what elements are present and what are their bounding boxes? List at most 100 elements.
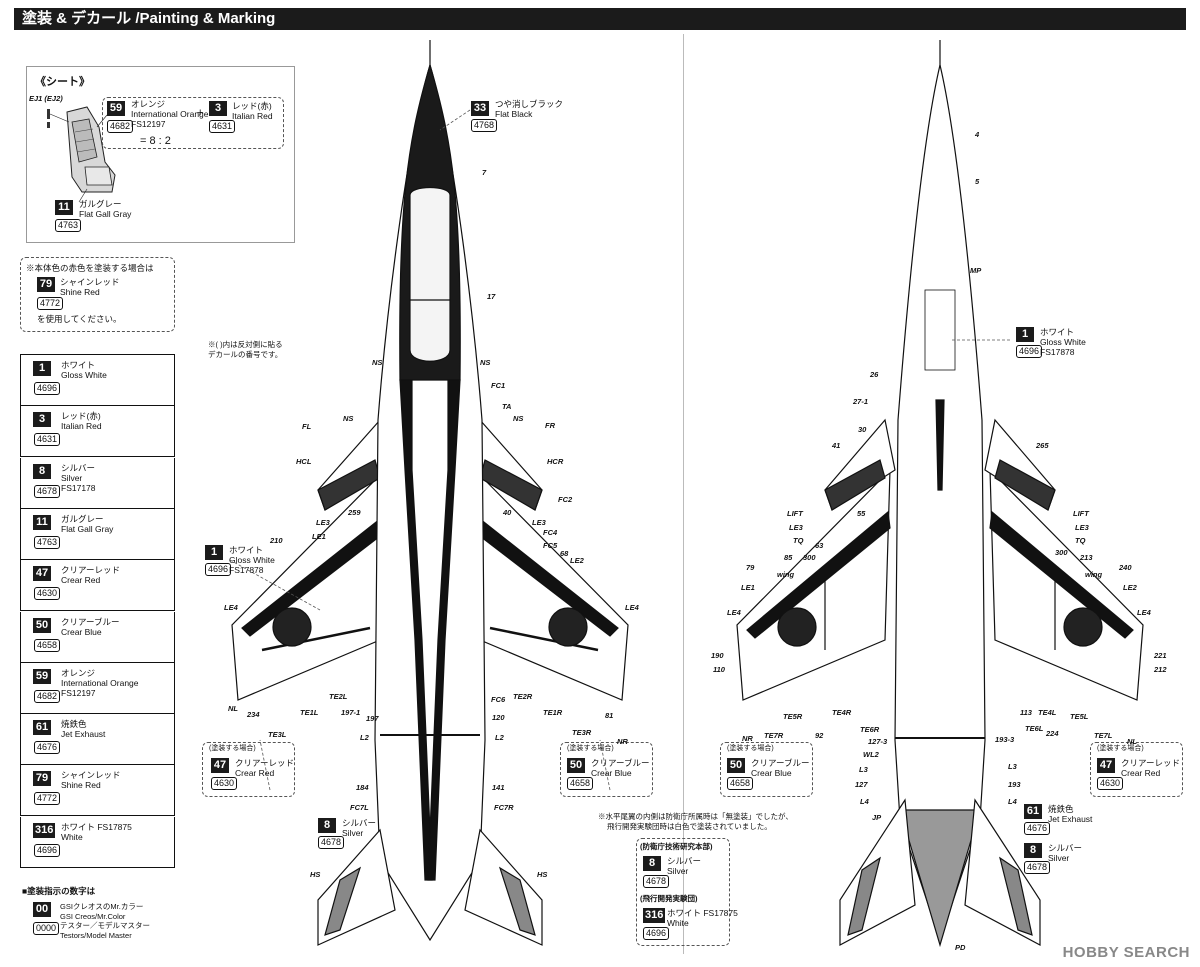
part-callout: L2 xyxy=(360,733,369,742)
ej-label: EJ1 (EJ2) xyxy=(29,94,63,103)
part-callout: TE3R xyxy=(572,728,592,737)
top-silver-code: 8 xyxy=(318,818,336,833)
legend-mr-code: 4763 xyxy=(34,535,61,549)
shine-red-mr: 4772 xyxy=(37,297,64,310)
bottom-clear-blue-mr: 4658 xyxy=(727,777,754,790)
part-callout: LE4 xyxy=(224,603,238,612)
shine-red-line1: ※本体色の赤色を塗装する場合は xyxy=(26,263,154,273)
part-callout: NS xyxy=(372,358,383,367)
legend-code: 11 xyxy=(33,514,51,530)
legend-code: 50 xyxy=(33,617,51,633)
part-callout: 190 xyxy=(711,651,724,660)
page-divider xyxy=(683,34,684,954)
part-callout: 85 xyxy=(784,553,793,562)
flat-black-code: 33 xyxy=(471,101,489,116)
bottom-silver-code: 8 xyxy=(1024,843,1042,858)
part-callout: TA xyxy=(502,402,512,411)
seat-illustration xyxy=(47,106,116,203)
part-callout: TE4L xyxy=(1038,708,1057,717)
page-title: 塗装 & デカール /Painting & Marking xyxy=(14,8,1186,30)
part-callout: 41 xyxy=(832,441,841,450)
part-callout: L4 xyxy=(860,797,869,806)
part-callout: L3 xyxy=(859,765,868,774)
part-callout: PD xyxy=(955,943,966,952)
legend-code: 316 xyxy=(33,822,56,838)
part-callout: MP xyxy=(970,266,982,275)
top-clear-red-head: (塗装する場合) xyxy=(209,745,256,752)
part-callout: TE6R xyxy=(860,725,880,734)
legend-code: 1 xyxy=(33,361,51,376)
part-callout: 259 xyxy=(348,508,361,517)
bottom-clear-red-head: (塗装する場合) xyxy=(1097,745,1144,752)
legend-code: 79 xyxy=(33,771,51,787)
part-callout: LE3 xyxy=(316,518,330,527)
part-callout: 141 xyxy=(492,783,505,792)
bottom-clear-red-code: 47 xyxy=(1097,758,1115,773)
part-callout: TQ xyxy=(1075,536,1086,545)
shine-red-note xyxy=(20,257,175,332)
part-callout: 40 xyxy=(503,508,512,517)
part-callout: 265 xyxy=(1036,441,1049,450)
part-callout: 7 xyxy=(482,168,487,177)
watermark: HOBBY SEARCH xyxy=(1062,944,1190,961)
part-callout: 17 xyxy=(487,292,496,301)
top-clear-red-box xyxy=(202,742,295,797)
part-callout: FC1 xyxy=(491,381,506,390)
part-callout: HS xyxy=(310,870,321,879)
part-callout: HCR xyxy=(547,457,564,466)
bottom-white-code: 1 xyxy=(1016,327,1034,342)
part-callout: TE2L xyxy=(329,692,348,701)
part-callout: LE1 xyxy=(312,532,326,541)
part-callout: LE2 xyxy=(570,556,584,565)
part-callout: 234 xyxy=(247,710,260,719)
seat-mix-a-mr: 4682 xyxy=(107,120,134,133)
top-white-mr: 4696 xyxy=(205,563,232,576)
bottom-view-aircraft xyxy=(736,40,1144,948)
part-callout: FR xyxy=(545,421,555,430)
part-callout: LE4 xyxy=(1137,608,1151,617)
part-callout: TE1R xyxy=(543,708,563,717)
part-callout: FC5 xyxy=(543,541,558,550)
part-callout: TE6L xyxy=(1025,724,1044,733)
part-callout: L4 xyxy=(1008,797,1017,806)
seat-mix-box xyxy=(102,97,284,149)
part-callout: WL2 xyxy=(863,750,879,759)
seat-gray-code: 11 xyxy=(55,200,73,215)
part-callout: 210 xyxy=(270,536,283,545)
part-callout: 113 xyxy=(1020,708,1032,717)
part-callout: 120 xyxy=(492,713,505,722)
bottom-jet-mr: 4676 xyxy=(1024,822,1051,835)
legend-code: 3 xyxy=(33,412,51,428)
part-callout: HS xyxy=(537,870,548,879)
part-callout: TE7L xyxy=(1094,731,1113,740)
top-silver-mr: 4678 xyxy=(318,836,345,849)
part-callout: TE3L xyxy=(268,730,287,739)
part-callout: L2 xyxy=(495,733,504,742)
mark-note-code-sample: 00 xyxy=(33,902,51,917)
part-callout: FL xyxy=(302,422,312,431)
part-callout: FC2 xyxy=(558,495,573,504)
leader-lines xyxy=(229,109,1010,791)
part-callout: 92 xyxy=(815,731,824,740)
mark-note-fs-sample: 0000 xyxy=(33,922,60,935)
